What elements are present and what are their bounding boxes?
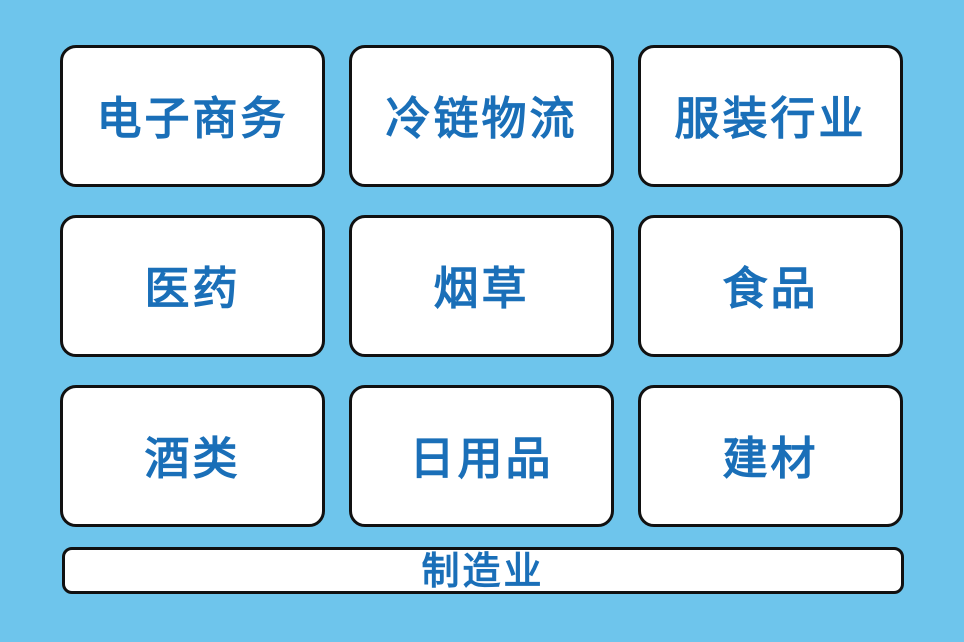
card-apparel-industry[interactable]: 服装行业 <box>638 45 903 187</box>
category-grid: 电子商务 冷链物流 服装行业 医药 烟草 食品 酒类 日用品 建材 <box>60 45 903 527</box>
card-pharmaceuticals[interactable]: 医药 <box>60 215 325 357</box>
card-alcohol-label: 酒类 <box>144 432 241 484</box>
card-daily-goods[interactable]: 日用品 <box>349 385 614 527</box>
card-tobacco-label: 烟草 <box>433 262 530 314</box>
card-manufacturing[interactable]: 制造业 <box>62 547 904 594</box>
card-cold-chain-logistics[interactable]: 冷链物流 <box>349 45 614 187</box>
card-apparel-industry-label: 服装行业 <box>674 92 867 144</box>
card-tobacco[interactable]: 烟草 <box>349 215 614 357</box>
card-ecommerce[interactable]: 电子商务 <box>60 45 325 187</box>
card-ecommerce-label: 电子商务 <box>96 92 289 144</box>
card-manufacturing-label: 制造业 <box>421 550 545 593</box>
card-building-materials-label: 建材 <box>722 432 819 484</box>
card-daily-goods-label: 日用品 <box>409 432 554 484</box>
card-pharmaceuticals-label: 医药 <box>144 262 241 314</box>
card-food[interactable]: 食品 <box>638 215 903 357</box>
card-alcohol[interactable]: 酒类 <box>60 385 325 527</box>
card-cold-chain-logistics-label: 冷链物流 <box>385 92 578 144</box>
card-building-materials[interactable]: 建材 <box>638 385 903 527</box>
card-food-label: 食品 <box>722 262 819 314</box>
